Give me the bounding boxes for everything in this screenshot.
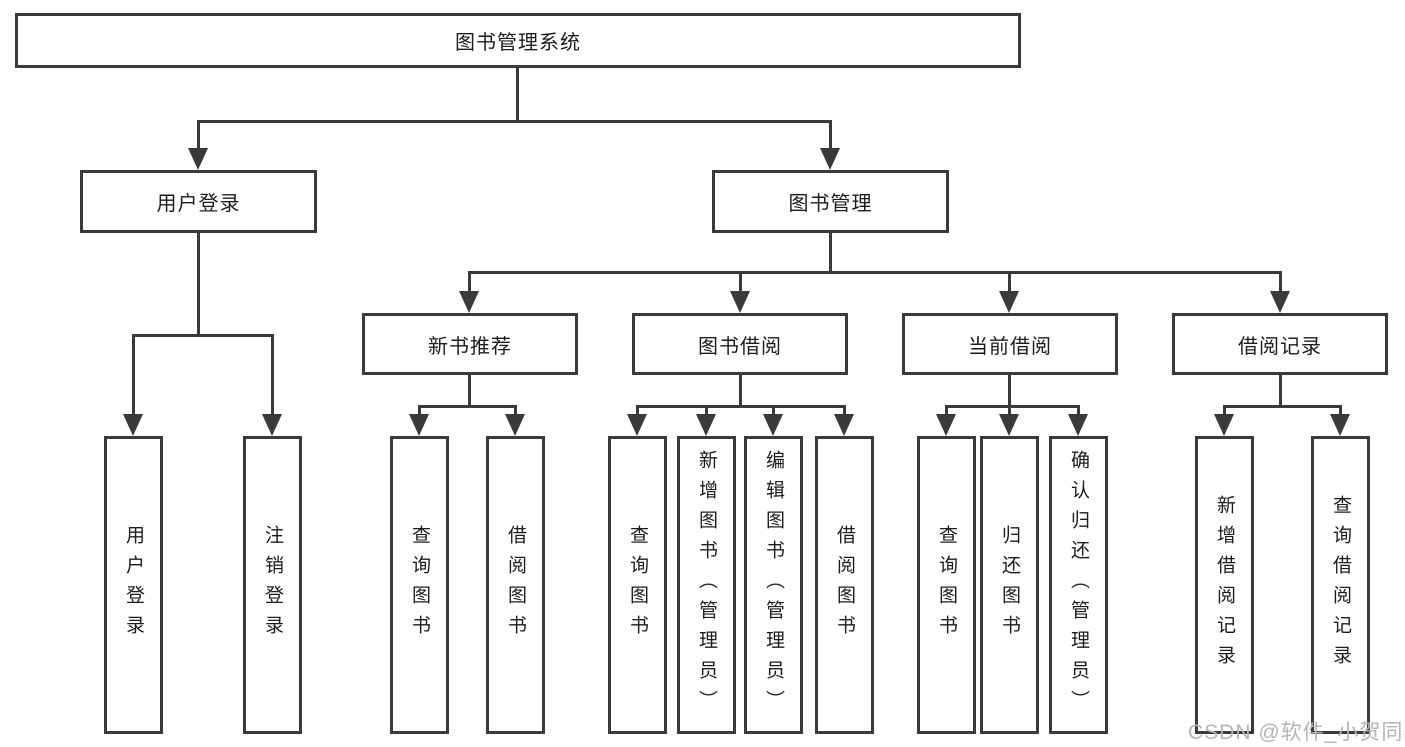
leaf-query-books-1: 查询图书 [390,436,449,734]
connector-current-drop-2 [1008,405,1011,419]
node-label: 图书管理系统 [455,32,581,54]
connector-current-drop-3 [1077,405,1080,419]
connector-newbooks-drop-1 [418,405,421,419]
arrow-down-icon [834,414,854,436]
node-label: 确认归还（管理员） [1068,450,1089,720]
arrow-down-icon [459,291,479,313]
node-current-borrowing: 当前借阅 [902,313,1118,375]
node-label: 当前借阅 [968,335,1052,358]
connector-login-drop-1 [132,334,135,418]
leaf-borrow-books-1: 借阅图书 [486,436,545,734]
leaf-query-books-2: 查询图书 [608,436,667,734]
connector-borrowing-stem [739,375,742,408]
node-label: 查询图书 [409,525,430,645]
connector-login-drop-2 [271,334,274,418]
connector-borrowing-bar [636,405,846,408]
arrow-down-icon [763,414,783,436]
node-label: 借阅图书 [505,525,526,645]
connector-root-bar [197,120,832,123]
connector-current-bar [945,405,1080,408]
csdn-watermark: CSDN @软件_小贺同学 [1188,721,1405,744]
connector-login-stem [197,233,200,337]
arrow-down-icon [262,414,282,436]
leaf-query-borrow-record: 查询借阅记录 [1311,436,1370,734]
connector-newbooks-drop-2 [514,405,517,419]
connector-current-drop-1 [945,405,948,419]
connector-current-stem [1008,375,1011,408]
connector-records-bar [1223,405,1342,408]
node-label: 编辑图书（管理员） [763,450,784,720]
connector-root-stem [516,68,519,121]
node-user-login: 用户登录 [80,170,317,233]
node-label: 用户登录 [123,525,144,645]
connector-mgmt-drop-1 [468,271,471,295]
connector-mgmt-bar [468,271,1282,274]
leaf-add-borrow-record: 新增借阅记录 [1195,436,1254,734]
arrow-down-icon [730,291,750,313]
connector-mgmt-stem [829,233,832,274]
arrow-down-icon [1270,291,1290,313]
arrow-down-icon [820,148,840,170]
connector-borrowing-drop-1 [636,405,639,419]
node-book-borrowing: 图书借阅 [632,313,848,375]
node-label: 借阅图书 [834,525,855,645]
connector-root-drop-right [829,120,832,152]
node-label: 查询借阅记录 [1330,495,1351,675]
connector-mgmt-drop-3 [1008,271,1011,295]
connector-borrowing-drop-2 [705,405,708,419]
arrow-down-icon [999,414,1019,436]
arrow-down-icon [409,414,429,436]
connector-root-drop-left [197,120,200,152]
node-label: 新增借阅记录 [1214,495,1235,675]
arrow-down-icon [1214,414,1234,436]
node-label: 查询图书 [627,525,648,645]
node-label: 查询图书 [936,525,957,645]
arrow-down-icon [999,291,1019,313]
node-label: 注销登录 [262,525,283,645]
arrow-down-icon [1330,414,1350,436]
leaf-return-books: 归还图书 [980,436,1039,734]
arrow-down-icon [627,414,647,436]
arrow-down-icon [123,414,143,436]
arrow-down-icon [505,414,525,436]
arrow-down-icon [936,414,956,436]
node-label: 归还图书 [999,525,1020,645]
connector-newbooks-stem [468,375,471,408]
leaf-confirm-return-admin: 确认归还（管理员） [1049,436,1108,734]
node-root-library-system: 图书管理系统 [15,13,1021,68]
node-label: 图书管理 [788,193,873,215]
connector-borrowing-drop-4 [843,405,846,419]
node-label: 新增图书（管理员） [696,450,717,720]
node-label: 图书借阅 [698,335,782,358]
connector-borrowing-drop-3 [772,405,775,419]
leaf-edit-books-admin: 编辑图书（管理员） [744,436,803,734]
connector-mgmt-drop-4 [1279,271,1282,295]
connector-newbooks-bar [418,405,517,408]
connector-records-drop-1 [1223,405,1226,419]
node-new-book-recommend: 新书推荐 [362,313,578,375]
node-label: 新书推荐 [428,335,512,358]
connector-mgmt-drop-2 [739,271,742,295]
node-borrowing-records: 借阅记录 [1172,313,1388,375]
leaf-borrow-books-2: 借阅图书 [815,436,874,734]
arrow-down-icon [1068,414,1088,436]
node-label: 借阅记录 [1238,335,1322,358]
leaf-user-login: 用户登录 [104,436,163,734]
arrow-down-icon [188,148,208,170]
leaf-logout: 注销登录 [243,436,302,734]
leaf-add-books-admin: 新增图书（管理员） [677,436,736,734]
node-label: 用户登录 [156,193,241,215]
connector-records-stem [1279,375,1282,408]
connector-login-bar [132,334,274,337]
connector-records-drop-2 [1339,405,1342,419]
node-book-management: 图书管理 [712,170,949,233]
arrow-down-icon [696,414,716,436]
leaf-query-books-3: 查询图书 [917,436,976,734]
